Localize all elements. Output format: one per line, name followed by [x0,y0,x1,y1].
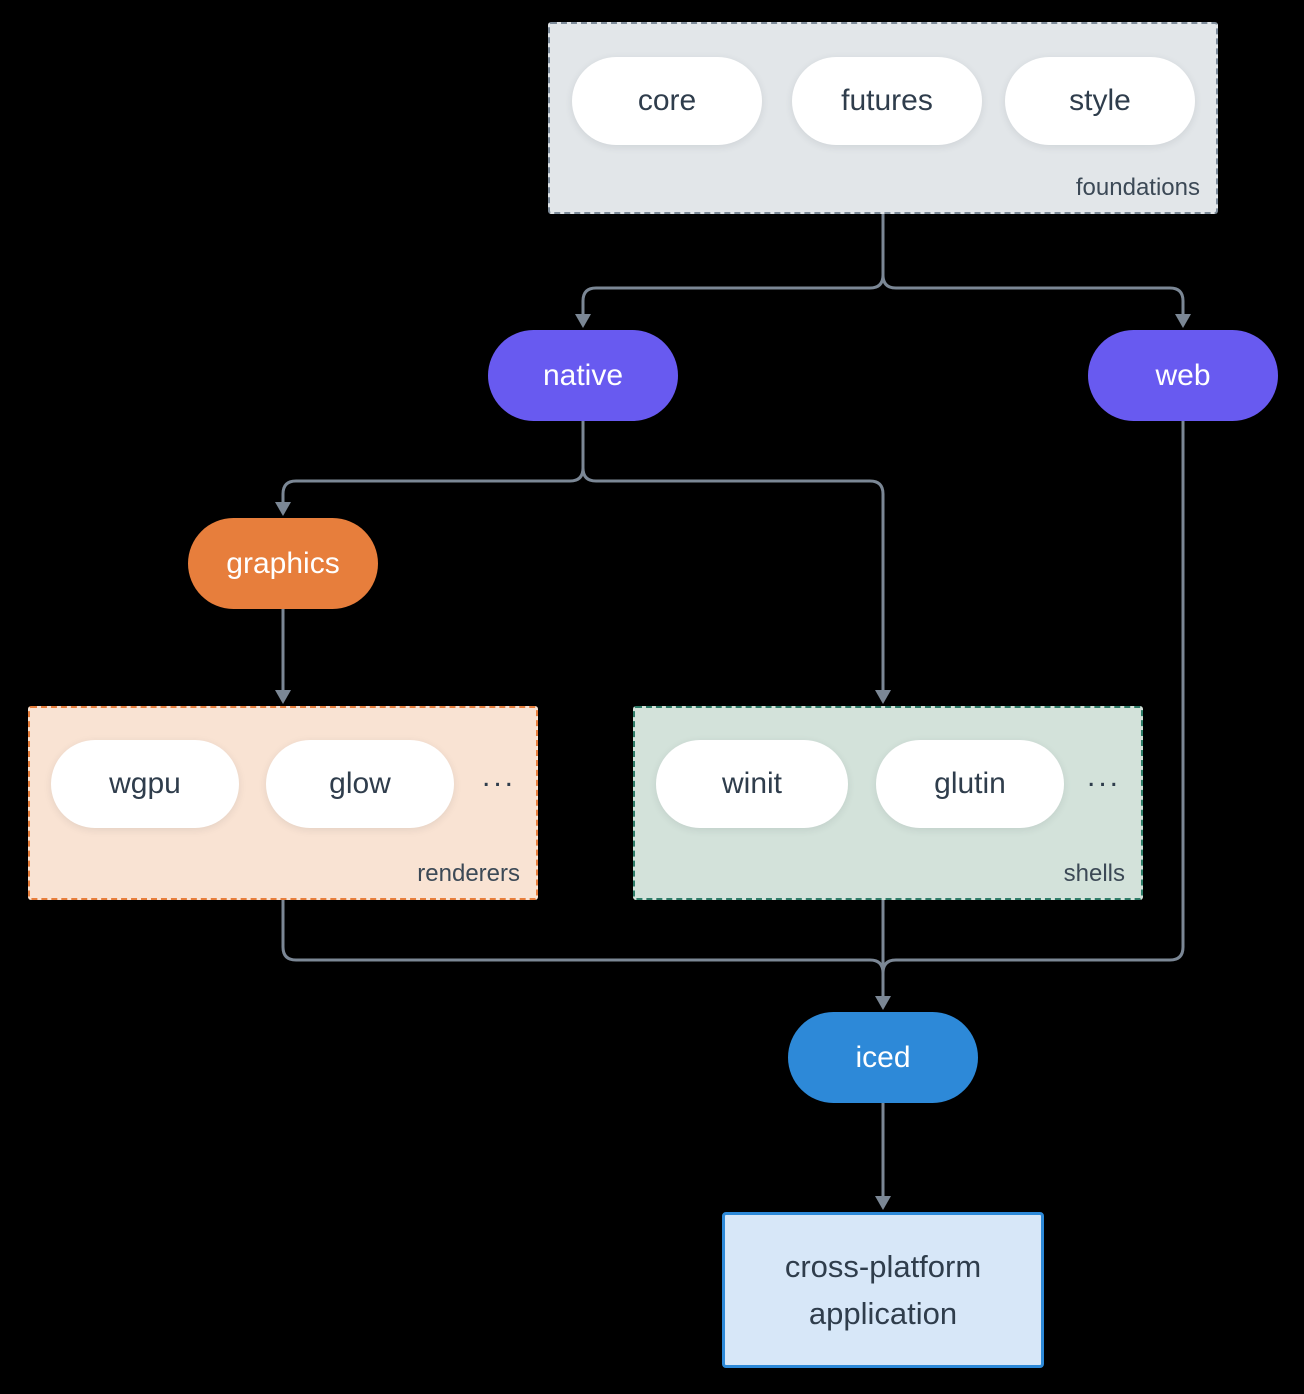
node-native: native [488,330,678,421]
arrowhead-renderers [275,690,291,704]
pill-glutin: glutin [876,740,1064,828]
group-label-renderers: renderers [417,860,520,887]
pill-core: core [572,57,762,145]
pill-wgpu: wgpu [51,740,239,828]
connector-native-shells [581,421,885,690]
group-label-shells: shells [1063,860,1125,887]
pill-glow: glow [266,740,454,828]
connector-native-graphics [281,421,585,502]
arrowhead-web [1175,314,1191,328]
group-foundations: core futures style foundations [548,22,1218,214]
group-shells: winit glutin ... shells [633,706,1143,900]
pill-futures: futures [792,57,982,145]
connector-foundations-native [581,214,885,314]
node-graphics: graphics [188,518,378,609]
arrowhead-iced [875,996,891,1010]
pill-style: style [1005,57,1195,145]
arrowhead-graphics [275,502,291,516]
arrowhead-shells [875,690,891,704]
app-box: cross-platform application [722,1212,1044,1368]
pill-winit: winit [656,740,848,828]
app-box-line2: application [808,1296,958,1331]
shells-ellipsis: ... [1086,760,1121,793]
arrowhead-app [875,1196,891,1210]
connector-renderers-merge [281,900,885,974]
node-iced: iced [788,1012,978,1103]
node-web: web [1088,330,1278,421]
arrowhead-native [575,314,591,328]
connector-foundations-web [881,214,1185,314]
app-box-line1: cross-platform [784,1249,982,1284]
group-label-foundations: foundations [1075,174,1200,201]
group-renderers: wgpu glow ... renderers [28,706,538,900]
renderers-ellipsis: ... [481,760,516,793]
